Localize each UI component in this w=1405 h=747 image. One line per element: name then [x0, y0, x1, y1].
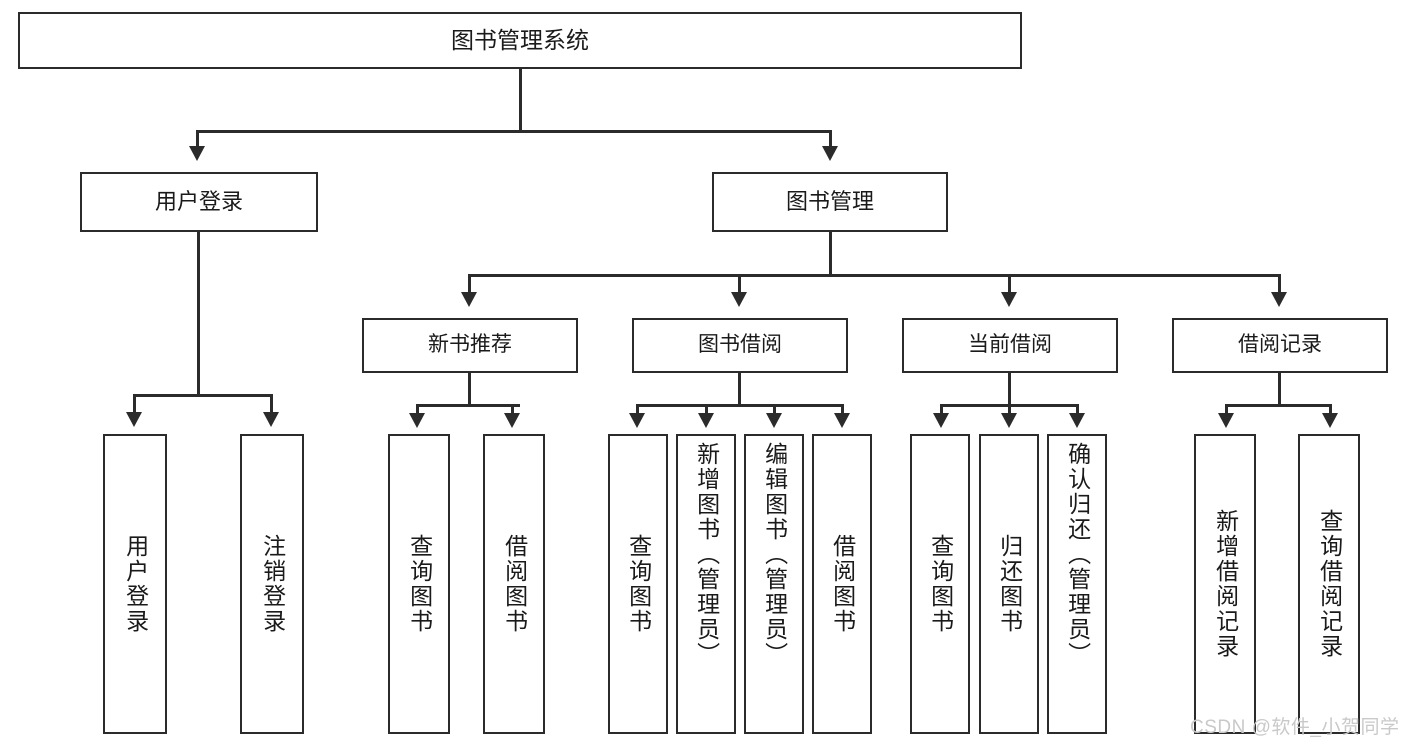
- connector-bm-to-borrow-record: [1278, 274, 1281, 294]
- node-label: 新书推荐: [428, 333, 512, 357]
- node-label: 归还图书: [996, 534, 1023, 634]
- connector-nbr-to-leaf-1: [416, 404, 419, 415]
- connector-book-management-bus: [468, 274, 1281, 277]
- node-label: 查询图书: [406, 534, 433, 634]
- leaf-query-book-borrowing[interactable]: 查询图书: [608, 434, 668, 734]
- connector-bb-to-leaf-3: [773, 404, 776, 415]
- node-label: 查询借阅记录: [1316, 509, 1343, 659]
- leaf-borrow-book-borrowing[interactable]: 借阅图书: [812, 434, 872, 734]
- node-label: 用户登录: [122, 534, 149, 634]
- connector-root-bus: [196, 130, 832, 133]
- leaf-edit-book-admin[interactable]: 编辑图书（管理员）: [744, 434, 804, 734]
- connector-bb-stem: [738, 373, 741, 407]
- node-label: 借阅记录: [1238, 333, 1322, 357]
- leaf-confirm-return-admin[interactable]: 确认归还（管理员）: [1047, 434, 1107, 734]
- connector-user-login-stem: [197, 232, 200, 396]
- arrow-bb-to-leaf-4: [834, 413, 850, 428]
- node-borrowing-record[interactable]: 借阅记录: [1172, 318, 1388, 373]
- connector-br-to-leaf-1: [1225, 404, 1228, 415]
- connector-bm-to-current-borrow: [1008, 274, 1011, 294]
- leaf-user-login[interactable]: 用户登录: [103, 434, 167, 734]
- arrow-cb-to-leaf-1: [933, 413, 949, 428]
- arrow-nbr-to-leaf-1: [409, 413, 425, 428]
- node-label: 编辑图书（管理员）: [761, 442, 788, 667]
- connector-cb-to-leaf-2: [1008, 404, 1011, 415]
- arrow-root-to-user-login: [189, 146, 205, 161]
- node-label: 新增图书（管理员）: [693, 442, 720, 667]
- connector-nbr-bus: [416, 404, 520, 407]
- connector-bb-to-leaf-4: [841, 404, 844, 415]
- connector-nbr-to-leaf-2: [511, 404, 514, 415]
- node-label: 新增借阅记录: [1212, 509, 1239, 659]
- connector-br-to-leaf-2: [1329, 404, 1332, 415]
- leaf-borrow-book-recommendation[interactable]: 借阅图书: [483, 434, 545, 734]
- arrow-bm-to-new-book: [461, 292, 477, 307]
- node-book-borrowing[interactable]: 图书借阅: [632, 318, 848, 373]
- arrow-nbr-to-leaf-2: [504, 413, 520, 428]
- node-label: 图书管理系统: [451, 26, 589, 53]
- connector-nbr-stem: [468, 373, 471, 407]
- leaf-logout[interactable]: 注销登录: [240, 434, 304, 734]
- node-label: 图书借阅: [698, 333, 782, 357]
- arrow-root-to-book-management: [822, 146, 838, 161]
- leaf-query-borrowing-record[interactable]: 查询借阅记录: [1298, 434, 1360, 734]
- leaf-return-book[interactable]: 归还图书: [979, 434, 1039, 734]
- node-label: 查询图书: [927, 534, 954, 634]
- node-label: 借阅图书: [501, 534, 528, 634]
- leaf-query-book-current[interactable]: 查询图书: [910, 434, 970, 734]
- arrow-br-to-leaf-1: [1218, 413, 1234, 428]
- connector-br-bus: [1225, 404, 1332, 407]
- connector-bm-to-new-book: [468, 274, 471, 294]
- arrow-user-login-to-leaf-1: [126, 412, 142, 427]
- node-label: 图书管理: [785, 189, 874, 215]
- leaf-query-book-recommendation[interactable]: 查询图书: [388, 434, 450, 734]
- connector-root-stem: [519, 69, 522, 131]
- arrow-bb-to-leaf-1: [629, 413, 645, 428]
- connector-bb-bus: [636, 404, 844, 407]
- node-label: 确认归还（管理员）: [1064, 442, 1091, 667]
- node-root-book-management-system[interactable]: 图书管理系统: [18, 12, 1022, 69]
- arrow-bb-to-leaf-2: [698, 413, 714, 428]
- leaf-add-book-admin[interactable]: 新增图书（管理员）: [676, 434, 736, 734]
- connector-cb-to-leaf-1: [940, 404, 943, 415]
- node-user-login[interactable]: 用户登录: [80, 172, 318, 232]
- connector-root-to-user-login: [196, 130, 199, 148]
- connector-book-management-stem: [829, 232, 832, 277]
- connector-root-to-book-management: [829, 130, 832, 148]
- arrow-bm-to-book-borrow: [731, 292, 747, 307]
- connector-bb-to-leaf-2: [705, 404, 708, 415]
- connector-bb-to-leaf-1: [636, 404, 639, 415]
- arrow-user-login-to-leaf-2: [263, 412, 279, 427]
- node-new-book-recommendation[interactable]: 新书推荐: [362, 318, 578, 373]
- node-label: 注销登录: [259, 534, 286, 634]
- node-label: 查询图书: [625, 534, 652, 634]
- arrow-cb-to-leaf-3: [1069, 413, 1085, 428]
- connector-br-stem: [1278, 373, 1281, 407]
- node-label: 用户登录: [154, 189, 243, 215]
- connector-user-login-bus: [133, 394, 273, 397]
- leaf-add-borrowing-record[interactable]: 新增借阅记录: [1194, 434, 1256, 734]
- node-book-management[interactable]: 图书管理: [712, 172, 948, 232]
- connector-user-login-to-leaf-2: [270, 394, 273, 414]
- arrow-bb-to-leaf-3: [766, 413, 782, 428]
- connector-cb-to-leaf-3: [1076, 404, 1079, 415]
- node-label: 借阅图书: [829, 534, 856, 634]
- arrow-cb-to-leaf-2: [1001, 413, 1017, 428]
- connector-bm-to-book-borrow: [738, 274, 741, 294]
- connector-cb-stem: [1008, 373, 1011, 407]
- node-label: 当前借阅: [968, 333, 1052, 357]
- arrow-br-to-leaf-2: [1322, 413, 1338, 428]
- node-current-borrowing[interactable]: 当前借阅: [902, 318, 1118, 373]
- arrow-bm-to-borrow-record: [1271, 292, 1287, 307]
- arrow-bm-to-current-borrow: [1001, 292, 1017, 307]
- connector-user-login-to-leaf-1: [133, 394, 136, 414]
